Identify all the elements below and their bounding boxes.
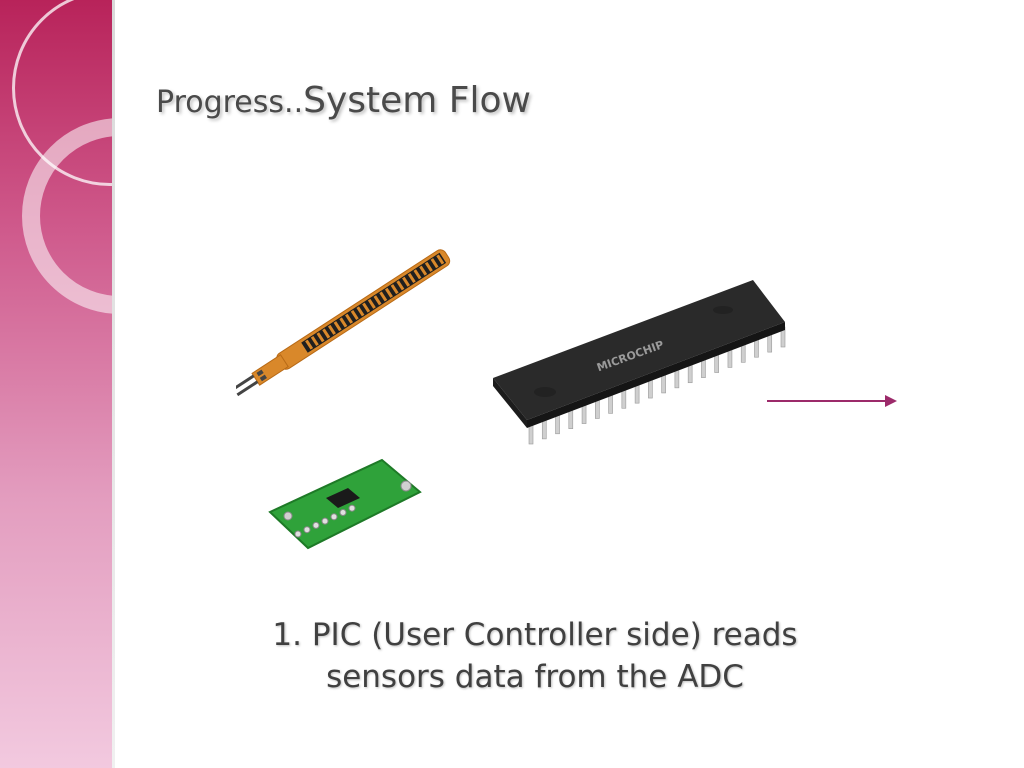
flex-sensor-image	[236, 228, 468, 408]
flow-arrow-icon	[765, 390, 900, 412]
slide-title: Progress..System Flow	[156, 80, 531, 121]
slide-title-main: System Flow	[303, 80, 531, 121]
caption-line-1: 1. PIC (User Controller side) reads	[255, 614, 815, 656]
accelerometer-board-image	[264, 446, 424, 556]
decorative-sidebar	[0, 0, 112, 768]
slide-caption: 1. PIC (User Controller side) reads sens…	[255, 614, 815, 698]
pic-microcontroller-image: MICROCHIP	[485, 270, 805, 460]
sidebar-edge	[112, 0, 115, 768]
caption-line-2: sensors data from the ADC	[255, 656, 815, 698]
slide-title-prefix: Progress..	[156, 85, 303, 120]
